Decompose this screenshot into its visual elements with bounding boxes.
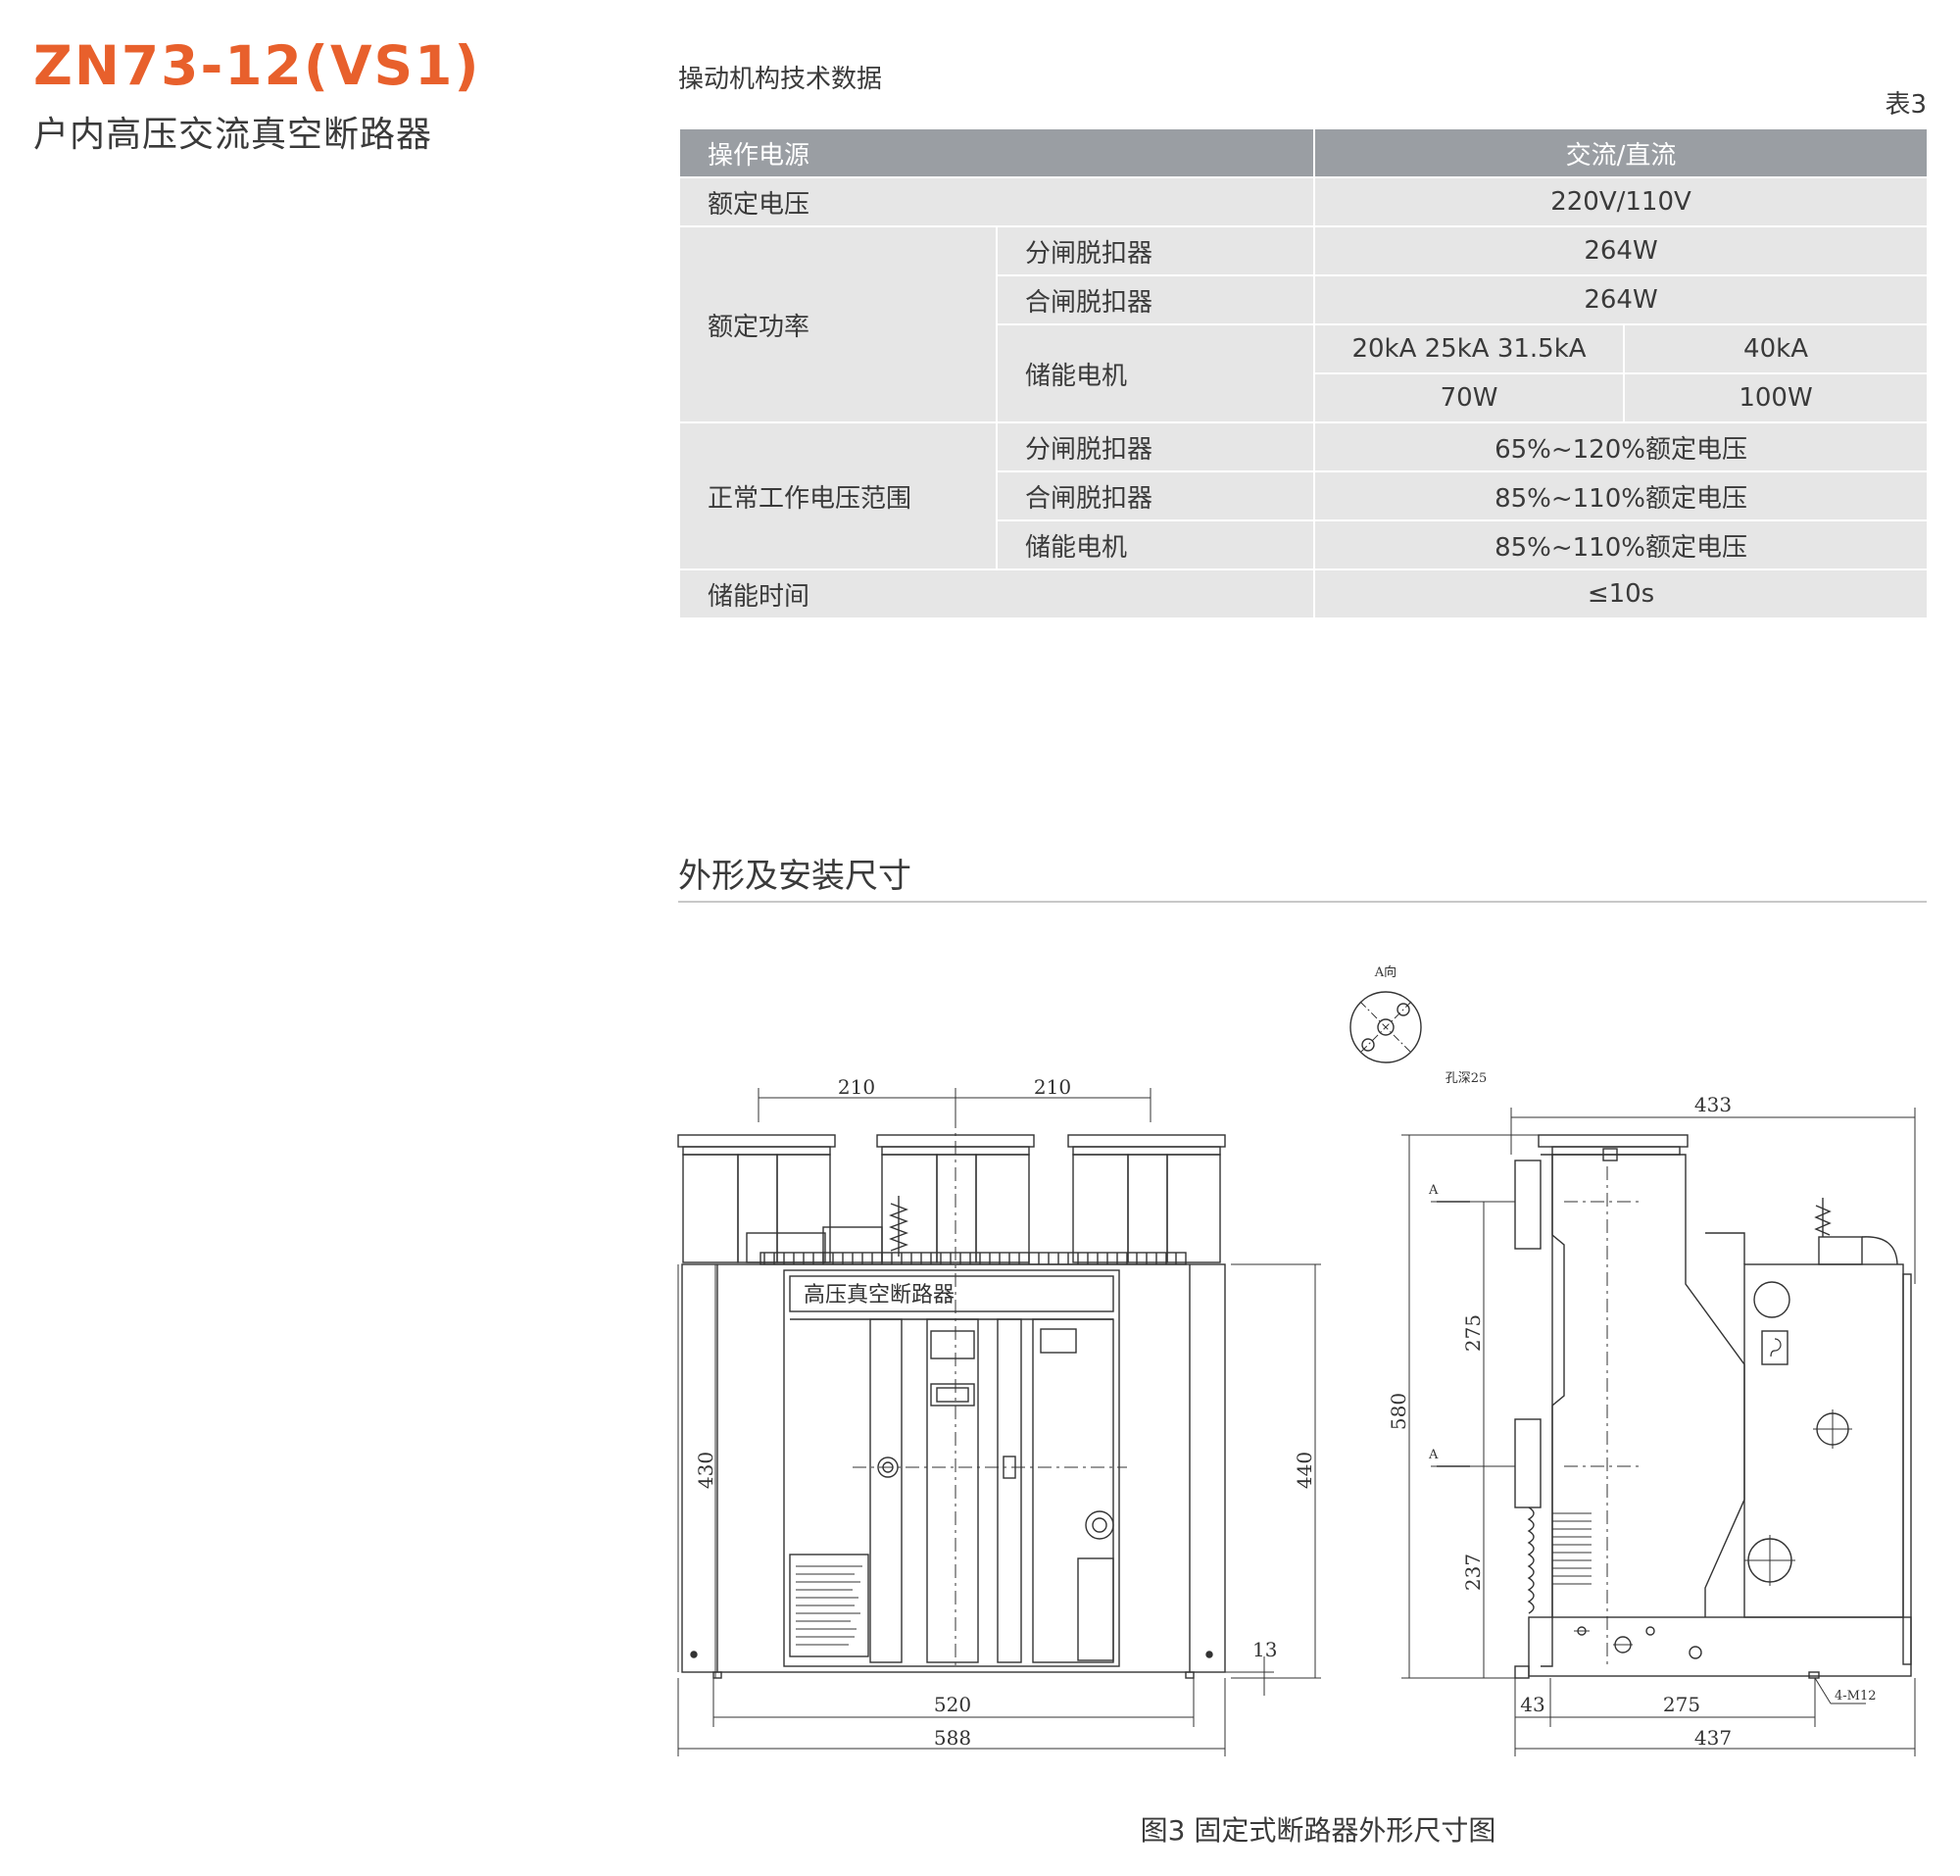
row-label-rated-power: 额定功率	[678, 225, 998, 423]
cell-opening-range: 65%~120%额定电压	[1313, 421, 1930, 472]
hook-icon	[1761, 1330, 1788, 1365]
header-cell-acdc: 交流/直流	[1313, 127, 1930, 178]
spring-icon	[1814, 1198, 1832, 1237]
cell-motor-current-a: 20kA 25kA 31.5kA	[1313, 323, 1626, 374]
sub-label-opening-release: 分闸脱扣器	[995, 421, 1316, 472]
row-label-charging-time: 储能时间	[677, 568, 1316, 619]
table-row: 正常工作电压范围 分闸脱扣器 65%~120%额定电压	[678, 421, 1930, 570]
header-cell-source: 操作电源	[677, 127, 1316, 178]
table-row: 70W 100W	[679, 372, 1930, 423]
section-mark-upper: A	[1428, 1183, 1439, 1198]
spring-icon	[889, 1196, 908, 1257]
dim-overall-width: 588	[934, 1726, 971, 1750]
dim-body-height: 430	[694, 1452, 717, 1489]
side-view: 433 580 275 237 43 275 437 A A 4-M12	[1387, 1093, 1916, 1756]
table-row: 储能电机 85%~110%额定电压	[679, 519, 1930, 570]
sub-label-motor: 储能电机	[995, 519, 1316, 570]
cell-motor-range: 85%~110%额定电压	[1313, 519, 1930, 570]
hole-depth-label: 孔深25	[1446, 1071, 1488, 1086]
dim-pole-pitch-left: 210	[838, 1075, 875, 1099]
cell-motor-current-b: 40kA	[1623, 323, 1930, 374]
dim-mount-width: 520	[934, 1693, 971, 1716]
front-panel-label: 高压真空断路器	[804, 1283, 955, 1308]
a-view: A向 孔深25	[1349, 964, 1488, 1086]
dim-overall-depth: 437	[1694, 1726, 1732, 1750]
pole-caps	[677, 1134, 1226, 1156]
figure-caption: 图3 固定式断路器外形尺寸图	[1140, 1814, 1496, 1847]
dim-foot-offset: 13	[1252, 1638, 1277, 1661]
product-title: ZN73-12(VS1)	[33, 34, 481, 97]
spec-table: 操作电源 交流/直流 额定电压 220V/110V 额定功率 分闸脱扣器 264…	[677, 127, 1930, 619]
breaker-body	[681, 1263, 1226, 1673]
product-subtitle: 户内高压交流真空断路器	[33, 115, 433, 155]
row-label-rated-voltage: 额定电压	[677, 176, 1316, 227]
cell-closing-range: 85%~110%额定电压	[1313, 470, 1930, 521]
table-row: 储能时间 ≤10s	[677, 568, 1930, 619]
sub-label-closing-release: 合闸脱扣器	[995, 274, 1316, 325]
dim-mount-depth: 275	[1663, 1693, 1700, 1716]
table-row: 额定电压 220V/110V	[677, 176, 1930, 227]
sub-label-closing-release: 合闸脱扣器	[995, 470, 1316, 521]
pole-cylinders	[682, 1154, 1221, 1263]
cell-opening-power: 264W	[1313, 225, 1930, 276]
dim-overall-height: 440	[1293, 1452, 1316, 1489]
dim-side-height: 580	[1387, 1393, 1410, 1430]
cell-closing-power: 264W	[1313, 274, 1930, 325]
a-view-label: A向	[1374, 964, 1396, 980]
section-title: 外形及安装尺寸	[678, 857, 911, 896]
table-row: 合闸脱扣器 264W	[679, 274, 1930, 325]
nameplate	[789, 1554, 869, 1657]
cell-motor-power-b: 100W	[1623, 372, 1930, 423]
section-mark-lower: A	[1428, 1448, 1439, 1462]
cell-rated-voltage: 220V/110V	[1313, 176, 1930, 227]
dim-overall-depth-top: 433	[1694, 1093, 1732, 1116]
table-number: 表3	[1885, 90, 1927, 120]
front-panel	[783, 1269, 1120, 1667]
dim-front-offset: 43	[1520, 1693, 1544, 1716]
cell-charging-time: ≤10s	[1313, 568, 1930, 619]
table-row: 储能电机 20kA 25kA 31.5kA 40kA	[679, 323, 1930, 423]
cell-motor-power-a: 70W	[1313, 372, 1626, 423]
dim-terminal-spacing: 275	[1461, 1314, 1485, 1352]
bolt-label: 4-M12	[1835, 1689, 1877, 1703]
dim-lower-terminal: 237	[1461, 1554, 1485, 1591]
section-divider	[678, 901, 1927, 903]
row-label-working-range: 正常工作电压范围	[678, 421, 998, 570]
table-header-row: 操作电源 交流/直流	[677, 127, 1930, 178]
sub-label-opening-release: 分闸脱扣器	[995, 225, 1316, 276]
sub-label-motor: 储能电机	[995, 323, 1316, 423]
table-row: 额定功率 分闸脱扣器 264W	[678, 225, 1930, 423]
table-row: 合闸脱扣器 85%~110%额定电压	[679, 470, 1930, 521]
dim-pole-pitch-right: 210	[1034, 1075, 1071, 1099]
front-view: 210 210 高压真空断路器 430 440 13 520 588	[677, 1075, 1321, 1756]
table-caption: 操动机构技术数据	[678, 65, 883, 94]
